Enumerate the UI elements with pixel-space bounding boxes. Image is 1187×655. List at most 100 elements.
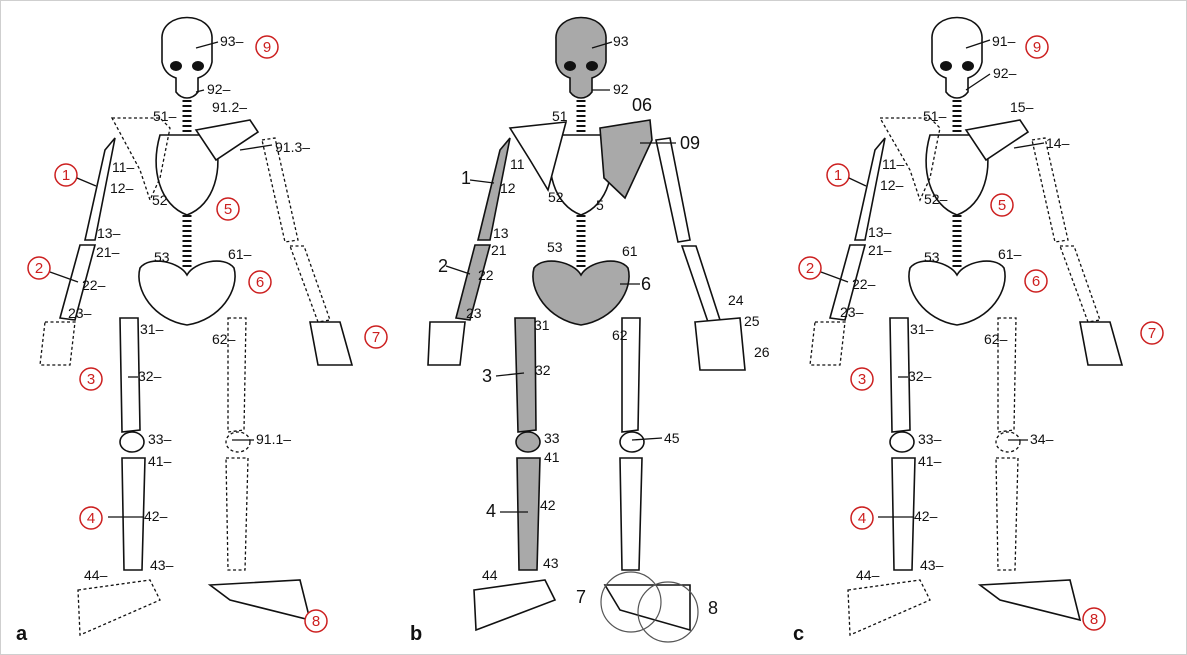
code-label: 44–: [84, 567, 108, 583]
code-label: 93: [613, 33, 629, 49]
code-label: 32: [535, 362, 551, 378]
region-2: 2: [806, 260, 814, 277]
panel-letter-a: a: [16, 623, 28, 645]
eye-left: [170, 61, 182, 71]
code-label: 32–: [138, 368, 162, 384]
code-label: 23–: [840, 304, 864, 320]
region-3: 3: [87, 371, 95, 388]
code-label: 43: [543, 555, 559, 571]
code-label: 31–: [140, 321, 164, 337]
code-label: 91.2–: [212, 99, 247, 115]
code-label: 51–: [153, 108, 177, 124]
code-label: 53: [924, 249, 940, 265]
code-label: 22: [478, 267, 494, 283]
code-label: 42–: [144, 508, 168, 524]
code-label: 11–: [112, 159, 135, 175]
code-label: 53: [547, 239, 563, 255]
region-4: 4: [858, 510, 866, 527]
code-label: 52: [152, 192, 168, 208]
code-label: 61: [622, 243, 638, 259]
code-label: 33–: [918, 431, 942, 447]
region-7: 7: [372, 329, 380, 346]
code-label: 34–: [1030, 431, 1054, 447]
code-label: 11–: [882, 156, 905, 172]
region-8: 8: [1090, 611, 1098, 628]
region-9: 9: [263, 39, 271, 56]
code-label: 33–: [148, 431, 172, 447]
code-label: 31: [534, 317, 550, 333]
tibia-right: [122, 458, 145, 570]
region-4: 4: [87, 510, 95, 527]
tibia-right: [517, 458, 540, 570]
code-label: 45: [664, 430, 680, 446]
code-label: 7: [576, 587, 586, 607]
code-label: 62–: [212, 331, 236, 347]
code-label: 15–: [1010, 99, 1034, 115]
code-label: 1: [461, 168, 471, 188]
code-label: 22–: [852, 276, 876, 292]
code-label: 61–: [228, 246, 252, 262]
eye-left: [564, 61, 576, 71]
hand-left: [695, 318, 745, 370]
eye-right: [192, 61, 204, 71]
hand-right: [428, 322, 465, 365]
code-label: 92–: [993, 65, 1017, 81]
region-1: 1: [834, 167, 842, 184]
femur-right: [515, 318, 536, 432]
code-label: 93–: [220, 33, 244, 49]
region-6: 6: [256, 274, 264, 291]
code-label: 09: [680, 133, 700, 153]
region-7: 7: [1148, 325, 1156, 342]
code-label: 44: [482, 567, 498, 583]
code-label: 13: [493, 225, 509, 241]
eye-left: [940, 61, 952, 71]
code-label: 23: [466, 305, 482, 321]
code-label: 23–: [68, 305, 92, 321]
code-label: 92–: [207, 81, 231, 97]
code-label: 62: [612, 327, 628, 343]
code-label: 12–: [880, 177, 904, 193]
code-label: 53: [154, 249, 170, 265]
eye-right: [586, 61, 598, 71]
panel-letter-c: c: [793, 623, 804, 645]
patella-right: [516, 432, 540, 452]
code-label: 91–: [992, 33, 1016, 49]
code-label: 31–: [910, 321, 934, 337]
code-label: 26: [754, 344, 770, 360]
code-label: 44–: [856, 567, 880, 583]
code-label: 51: [552, 108, 568, 124]
code-label: 32–: [908, 368, 932, 384]
code-label: 5: [596, 197, 604, 213]
femur-right: [890, 318, 910, 432]
code-label: 62–: [984, 331, 1008, 347]
code-label: 22–: [82, 277, 106, 293]
femur-right: [120, 318, 140, 432]
code-label: 51–: [923, 108, 947, 124]
region-5: 5: [998, 197, 1006, 214]
code-label: 92: [613, 81, 629, 97]
code-label: 42: [540, 497, 556, 513]
code-label: 3: [482, 366, 492, 386]
code-label: 11: [510, 156, 525, 172]
region-1: 1: [62, 167, 70, 184]
panel-letter-b: b: [410, 623, 422, 645]
tibia-right: [892, 458, 915, 570]
patella-right: [120, 432, 144, 452]
code-label: 4: [486, 501, 496, 521]
region-5: 5: [224, 201, 232, 218]
code-label: 21: [491, 242, 507, 258]
code-label: 43–: [920, 557, 944, 573]
region-8: 8: [312, 613, 320, 630]
code-label: 14–: [1046, 135, 1070, 151]
code-label: 12: [500, 180, 516, 196]
code-label: 13–: [868, 224, 892, 240]
code-label: 91.3–: [275, 139, 310, 155]
code-label: 41–: [918, 453, 942, 469]
code-label: 43–: [150, 557, 174, 573]
code-label: 91.1–: [256, 431, 291, 447]
code-label: 41: [544, 449, 560, 465]
code-label: 21–: [96, 244, 120, 260]
